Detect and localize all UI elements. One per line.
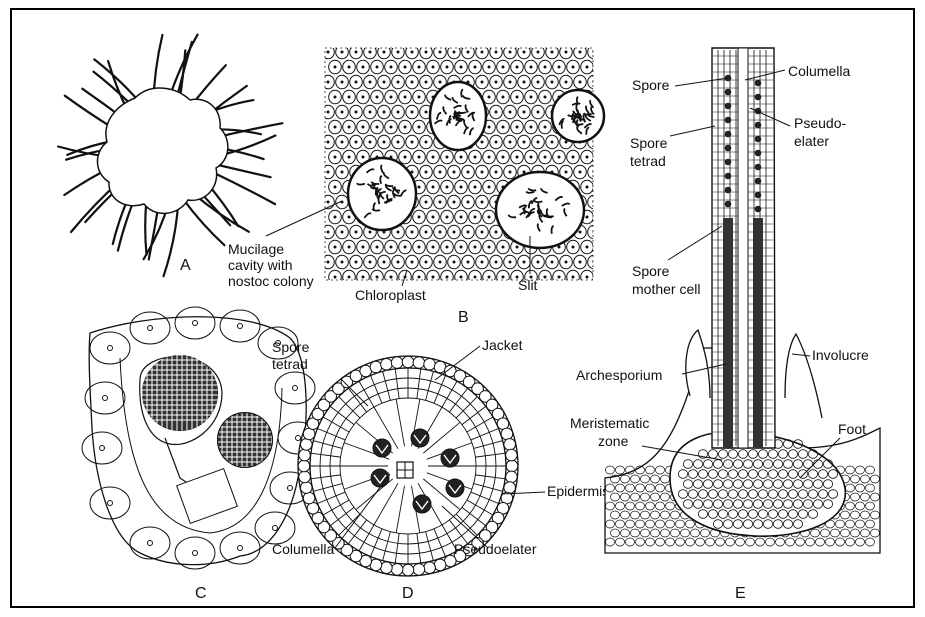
panel-d-letter: D <box>402 585 414 602</box>
label-epidermis: Epidermis <box>547 483 609 499</box>
label-chloroplast: Chloroplast <box>355 287 426 303</box>
panel-b-tissue-section <box>322 45 608 284</box>
panel-a-body <box>97 88 227 213</box>
botany-figure: A Mucilage cavity with nostoc colony Chl… <box>10 8 915 608</box>
label-mucilage-line2: cavity with <box>228 257 293 273</box>
label-e-meristematic-line1: Meristematic <box>570 415 649 431</box>
label-d-pseudoelater: Pseudoelater <box>454 541 537 557</box>
label-jacket: Jacket <box>482 337 523 353</box>
label-e-foot: Foot <box>838 421 866 437</box>
label-mucilage-line1: Mucilage <box>228 241 284 257</box>
label-e-spore: Spore <box>632 77 670 93</box>
panel-e-letter: E <box>735 585 746 602</box>
label-e-pseudo-elater-line2: elater <box>794 133 829 149</box>
panel-d-label-epidermis: Epidermis <box>502 483 609 499</box>
label-e-spore-mother-cell-line1: Spore <box>632 263 670 279</box>
label-slit: Slit <box>518 277 538 293</box>
label-e-spore-tetrad-line1: Spore <box>630 135 668 151</box>
panel-c-letter: C <box>195 585 207 602</box>
panel-b-letter: B <box>458 309 469 326</box>
label-e-spore-tetrad-line2: tetrad <box>630 153 666 169</box>
label-mucilage-line3: nostoc colony <box>228 273 314 289</box>
panel-a-thallus-drawing <box>58 35 282 277</box>
label-e-pseudo-elater-line1: Pseudo- <box>794 115 846 131</box>
label-d-spore-tetrad-line2: tetrad <box>272 356 308 372</box>
panel-b-label-mucilage: Mucilage cavity with nostoc colony <box>228 201 342 289</box>
label-d-columella: Columella <box>272 541 334 557</box>
label-e-involucre: Involucre <box>812 347 869 363</box>
label-e-archesporium: Archesporium <box>576 367 662 383</box>
label-d-spore-tetrad-line1: Spore <box>272 339 310 355</box>
figure-frame: A Mucilage cavity with nostoc colony Chl… <box>10 8 915 608</box>
label-e-columella: Columella <box>788 63 850 79</box>
label-e-spore-mother-cell-line2: mother cell <box>632 281 700 297</box>
label-e-meristematic-line2: zone <box>598 433 629 449</box>
panel-a-letter: A <box>180 257 191 274</box>
